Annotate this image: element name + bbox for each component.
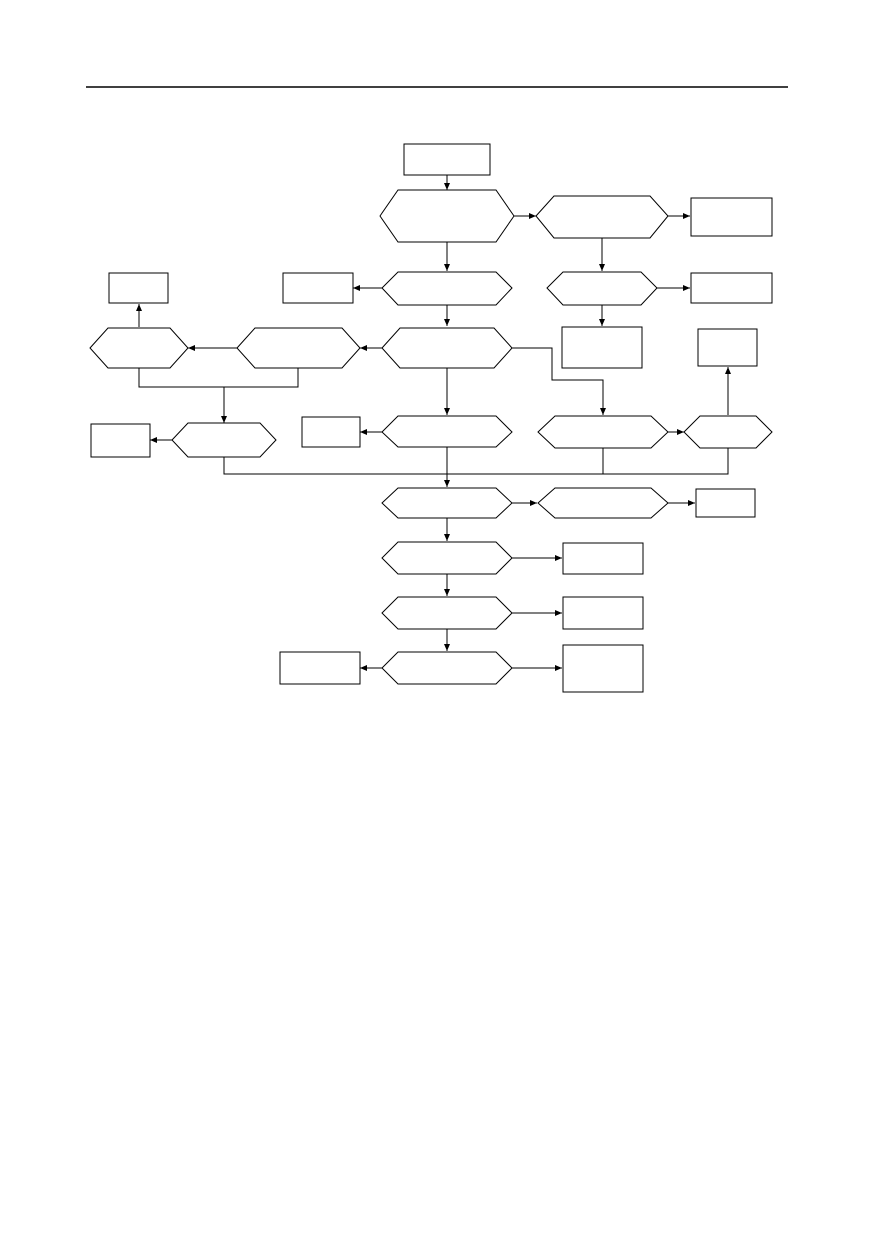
box-1-right — [690, 197, 773, 237]
decision-4-right — [537, 415, 669, 449]
box-6-right — [562, 542, 644, 575]
flowchart-nodes — [89, 143, 773, 693]
decision-4-far-right — [683, 415, 773, 449]
start-box — [403, 143, 491, 176]
box-right-tall — [697, 328, 758, 367]
box-4-left — [301, 416, 361, 448]
decision-5-right — [537, 487, 669, 519]
edge-dL3-to-bottom-bus — [223, 457, 447, 475]
box-top-left — [108, 272, 169, 304]
box-8-left — [279, 651, 361, 685]
decision-left-3 — [171, 422, 277, 458]
box-3-right — [561, 326, 643, 369]
decision-1 — [379, 189, 515, 243]
box-7-right — [562, 596, 644, 630]
edge-d3-to-d4r — [512, 347, 606, 415]
decision-4 — [381, 415, 513, 448]
edge-d4rr-to-bus — [603, 448, 729, 475]
decision-left-1 — [89, 327, 189, 369]
decision-2 — [381, 271, 513, 306]
decision-6 — [381, 541, 513, 575]
decision-8 — [381, 651, 513, 685]
decision-1-right — [535, 195, 669, 239]
box-left-lower — [90, 423, 151, 458]
box-5-right — [695, 488, 756, 518]
decision-left-2 — [236, 327, 361, 369]
decision-2-right — [546, 271, 658, 306]
decision-7 — [381, 596, 513, 630]
connector-lines — [136, 175, 731, 671]
decision-3 — [381, 327, 513, 369]
box-2-left — [282, 272, 354, 304]
box-8-right — [562, 644, 644, 693]
decision-5 — [381, 487, 513, 519]
edge-left-merge — [138, 368, 299, 388]
edge-right-bottom-bus — [447, 448, 604, 475]
box-2-right — [690, 272, 773, 304]
